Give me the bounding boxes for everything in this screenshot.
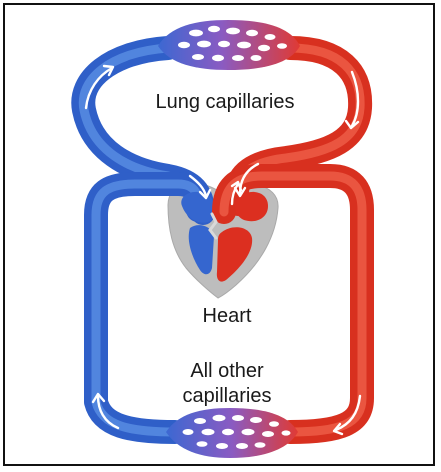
label-other-capillaries-line1: All other: [190, 360, 264, 382]
label-lung-capillaries: Lung capillaries: [156, 91, 295, 113]
label-other-capillaries-line2: capillaries: [183, 385, 272, 407]
label-heart: Heart: [203, 305, 252, 327]
